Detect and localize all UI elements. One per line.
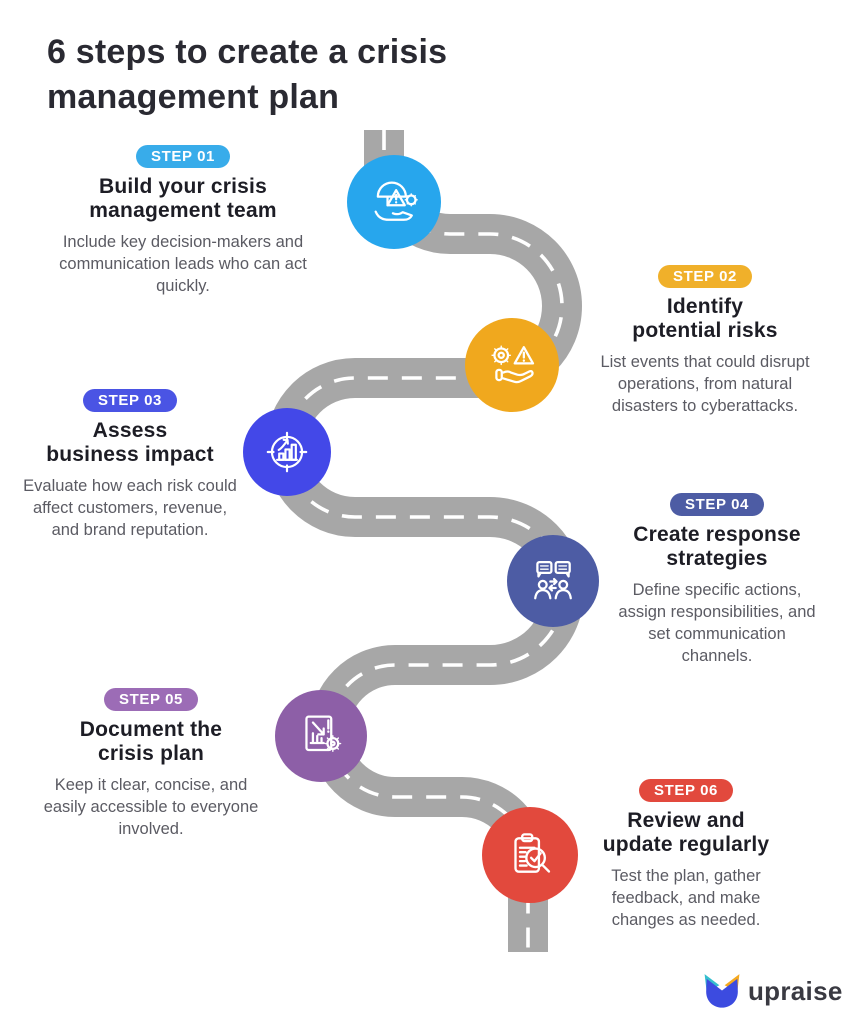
document-gear-icon <box>305 715 342 752</box>
step-05-description: Keep it clear, concise, and easily acces… <box>43 775 259 838</box>
step-01-block: STEP 01 Build your crisis management tea… <box>53 145 313 298</box>
step-02-badge: STEP 02 <box>658 265 752 288</box>
step-03-heading: Assess business impact <box>46 419 214 467</box>
step-06-badge: STEP 06 <box>639 779 733 802</box>
umbrella-hand-icon <box>374 181 418 221</box>
gear-warning-hand-icon <box>491 345 535 384</box>
step-06-block: STEP 06 Review and update regularly Test… <box>579 779 793 932</box>
step-01-heading: Build your crisis management team <box>89 175 277 223</box>
step-03-description: Evaluate how each risk could affect cust… <box>23 476 237 539</box>
clipboard-magnifier-icon <box>514 833 551 873</box>
page-title-line-1: 6 steps to create a crisis <box>47 33 448 71</box>
step-02-description: List events that could disrupt operation… <box>600 352 810 415</box>
step-05-marker <box>275 690 367 782</box>
step-03-marker <box>243 408 331 496</box>
step-04-block: STEP 04 Create response strategies Defin… <box>615 493 819 667</box>
step-03-block: STEP 03 Assess business impact Evaluate … <box>20 389 240 542</box>
step-02-block: STEP 02 Identify potential risks List ev… <box>593 265 817 418</box>
upraise-logo: upraise <box>703 972 843 1010</box>
step-04-description: Define specific actions, assign responsi… <box>618 580 816 665</box>
step-02-marker <box>465 318 559 412</box>
road-center-dashes <box>283 130 566 952</box>
step-05-heading: Document the crisis plan <box>79 718 223 766</box>
people-discussion-icon <box>534 561 572 600</box>
step-06-marker <box>482 807 578 903</box>
step-01-badge: STEP 01 <box>136 145 230 168</box>
step-01-marker <box>347 155 441 249</box>
step-05-block: STEP 05 Document the crisis plan Keep it… <box>33 688 269 841</box>
page-title: 6 steps to create a crisis management pl… <box>47 30 607 120</box>
step-02-heading: Identify potential risks <box>632 295 778 343</box>
step-01-description: Include key decision-makers and communic… <box>59 232 307 295</box>
upraise-logo-text: upraise <box>748 975 843 1006</box>
step-03-badge: STEP 03 <box>83 389 177 412</box>
step-06-heading: Review and update regularly <box>602 809 770 857</box>
step-04-badge: STEP 04 <box>670 493 764 516</box>
step-06-description: Test the plan, gather feedback, and make… <box>611 866 761 929</box>
step-04-heading: Create response strategies <box>633 523 801 571</box>
page-title-line-2: management plan <box>47 77 340 116</box>
target-chart-icon <box>266 431 308 473</box>
upraise-logo-mark-icon <box>704 974 740 1008</box>
step-04-marker <box>507 535 599 627</box>
step-05-badge: STEP 05 <box>104 688 198 711</box>
